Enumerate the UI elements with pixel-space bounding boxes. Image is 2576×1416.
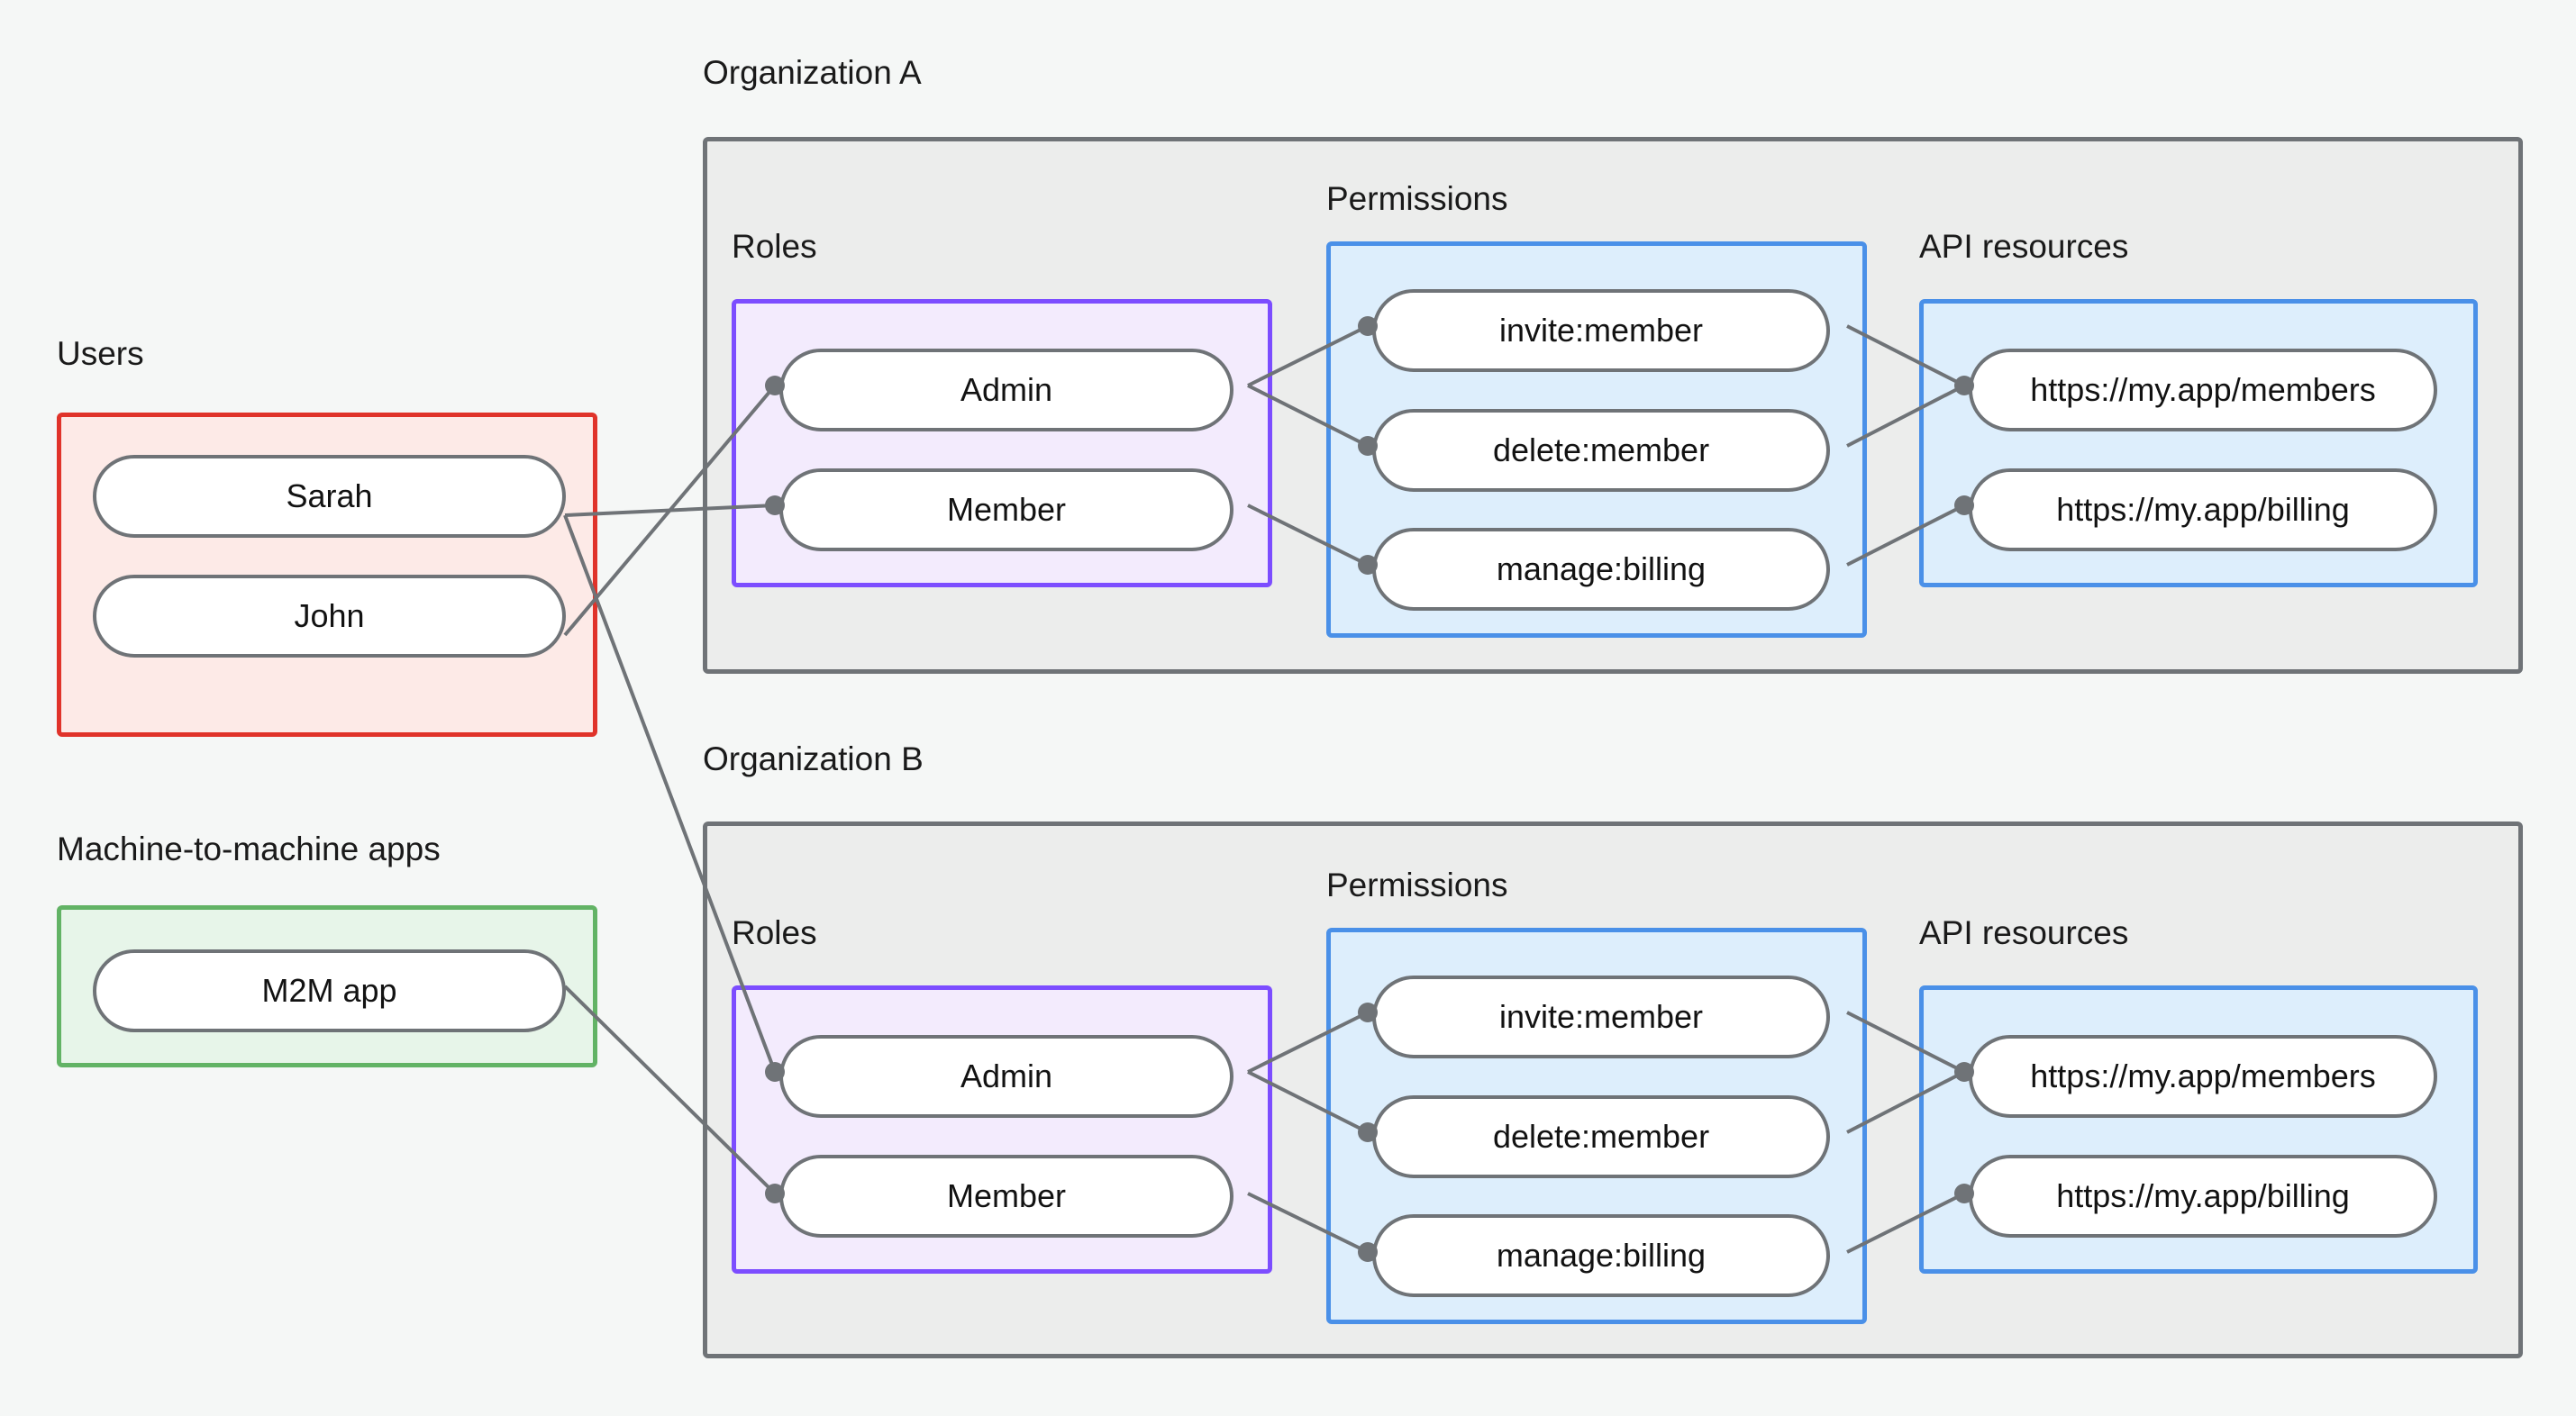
org-b-api-node-members[interactable]: https://my.app/members: [1969, 1035, 2437, 1118]
m2m-container: M2M app: [57, 905, 597, 1067]
org-b-role-node-admin[interactable]: Admin: [779, 1035, 1233, 1118]
org-a-role-node-member[interactable]: Member: [779, 468, 1233, 551]
org-b-api-node-billing[interactable]: https://my.app/billing: [1969, 1155, 2437, 1238]
org-a-api-resources-container: https://my.app/members https://my.app/bi…: [1919, 299, 2478, 587]
org-a-api-resources-label: API resources: [1919, 228, 2129, 265]
users-group-label: Users: [57, 335, 144, 372]
org-a-role-node-admin[interactable]: Admin: [779, 349, 1233, 431]
org-b-permission-node-delete-member[interactable]: delete:member: [1372, 1095, 1830, 1178]
org-b-permission-node-invite-member[interactable]: invite:member: [1372, 976, 1830, 1058]
org-a-roles-label: Roles: [732, 228, 817, 265]
org-b-roles-container: Admin Member: [732, 985, 1272, 1274]
org-b-api-resources-container: https://my.app/members https://my.app/bi…: [1919, 985, 2478, 1274]
org-a-roles-container: Admin Member: [732, 299, 1272, 587]
org-b-api-resources-label: API resources: [1919, 914, 2129, 951]
org-b-role-node-member[interactable]: Member: [779, 1155, 1233, 1238]
org-b-permissions-label: Permissions: [1326, 867, 1508, 903]
org-a-permission-node-manage-billing[interactable]: manage:billing: [1372, 528, 1830, 611]
user-node-john[interactable]: John: [93, 575, 566, 658]
org-b-roles-label: Roles: [732, 914, 817, 951]
org-a-permissions-label: Permissions: [1326, 180, 1508, 217]
org-a-api-node-members[interactable]: https://my.app/members: [1969, 349, 2437, 431]
org-a-permissions-container: invite:member delete:member manage:billi…: [1326, 241, 1867, 638]
org-b-permissions-container: invite:member delete:member manage:billi…: [1326, 928, 1867, 1324]
org-a-permission-node-delete-member[interactable]: delete:member: [1372, 409, 1830, 492]
m2m-group-label: Machine-to-machine apps: [57, 831, 441, 867]
org-b-permission-node-manage-billing[interactable]: manage:billing: [1372, 1214, 1830, 1297]
user-node-sarah[interactable]: Sarah: [93, 455, 566, 538]
organization-a-title: Organization A: [703, 54, 922, 91]
m2m-node-app[interactable]: M2M app: [93, 949, 566, 1032]
org-a-api-node-billing[interactable]: https://my.app/billing: [1969, 468, 2437, 551]
users-container: Sarah John: [57, 413, 597, 737]
organization-b-title: Organization B: [703, 740, 924, 777]
org-a-permission-node-invite-member[interactable]: invite:member: [1372, 289, 1830, 372]
